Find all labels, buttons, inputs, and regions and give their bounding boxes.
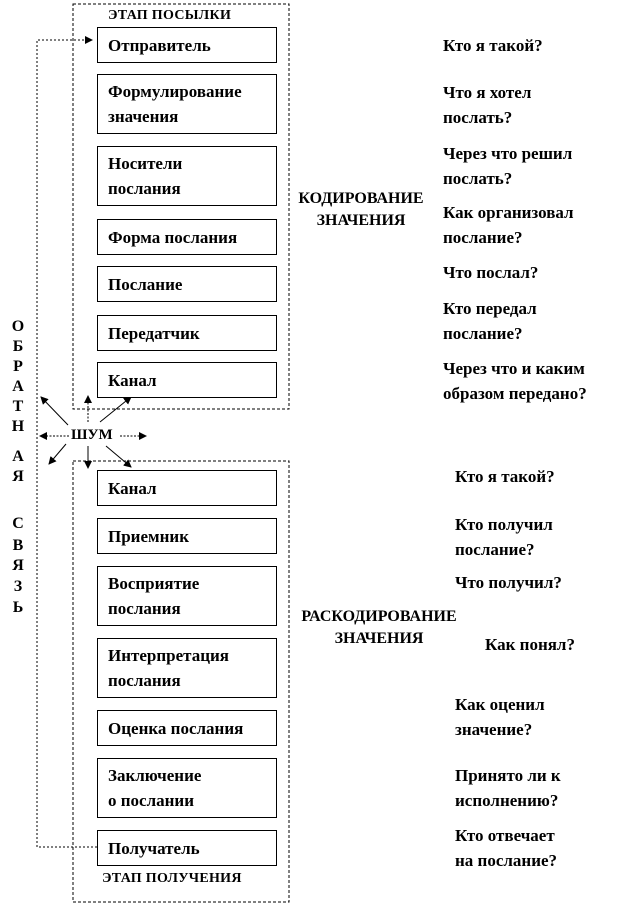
question-send-4: Как организовал послание?	[443, 203, 574, 247]
question-send-7: Через что и каким образом передано?	[443, 359, 587, 403]
box-message-perception: Восприятие послания	[97, 566, 277, 626]
send-stage-title: ЭТАП ПОСЫЛКИ	[106, 8, 234, 24]
box-channel-receive: Канал	[97, 470, 277, 506]
box-message-conclusion: Заключение о послании	[97, 758, 277, 818]
feedback-letter: Т	[12, 398, 24, 415]
box-message-evaluation: Оценка послания	[97, 710, 277, 746]
receive-stage-frame	[72, 460, 290, 903]
box-recipient: Получатель	[97, 830, 277, 866]
decoding-label: РАСКОДИРОВАНИЕ ЗНАЧЕНИЯ	[290, 606, 468, 650]
feedback-letter: С	[12, 515, 24, 532]
box-message-interpretation: Интерпретация послания	[97, 638, 277, 698]
feedback-letter: Я	[12, 557, 24, 574]
box-sender: Отправитель	[97, 27, 277, 63]
feedback-letter: А	[12, 378, 24, 395]
question-receive-6: Принято ли к исполнению?	[455, 766, 561, 810]
question-send-6: Кто передал послание?	[443, 299, 537, 343]
feedback-letter: Б	[12, 338, 24, 355]
noise-label: ШУМ	[69, 427, 115, 444]
receive-stage-title: ЭТАП ПОЛУЧЕНИЯ	[100, 871, 244, 887]
noise-arrows	[39, 395, 147, 469]
question-receive-2: Кто получил послание?	[455, 515, 553, 559]
box-message-carriers: Носители послания	[97, 146, 277, 206]
feedback-letter: З	[13, 578, 23, 595]
question-send-3: Через что решил послать?	[443, 144, 573, 188]
question-send-5: Что послал?	[443, 263, 539, 282]
box-message-form: Форма послания	[97, 219, 277, 255]
box-message: Послание	[97, 266, 277, 302]
feedback-letter: А	[12, 448, 24, 465]
feedback-loop-line	[36, 36, 97, 848]
question-send-2: Что я хотел послать?	[443, 83, 532, 127]
box-channel-send: Канал	[97, 362, 277, 398]
question-receive-7: Кто отвечает на послание?	[455, 826, 558, 870]
feedback-letter: Р	[13, 358, 23, 375]
encoding-label: КОДИРОВАНИЕ ЗНАЧЕНИЯ	[290, 188, 432, 232]
box-transmitter: Передатчик	[97, 315, 277, 351]
send-stage-frame	[72, 3, 290, 410]
box-meaning-formulation: Формулирование значения	[97, 74, 277, 134]
question-receive-3: Что получил?	[455, 573, 562, 592]
feedback-letter: Ь	[12, 599, 24, 616]
feedback-letter: О	[11, 318, 25, 335]
feedback-letter: Я	[12, 468, 24, 485]
question-receive-5: Как оценил значение?	[455, 695, 545, 739]
box-receiver: Приемник	[97, 518, 277, 554]
question-send-1: Кто я такой?	[443, 36, 543, 55]
feedback-letter: Н	[11, 418, 25, 435]
question-receive-1: Кто я такой?	[455, 467, 555, 486]
feedback-letter: В	[12, 537, 24, 554]
question-receive-4: Как понял?	[485, 635, 575, 654]
